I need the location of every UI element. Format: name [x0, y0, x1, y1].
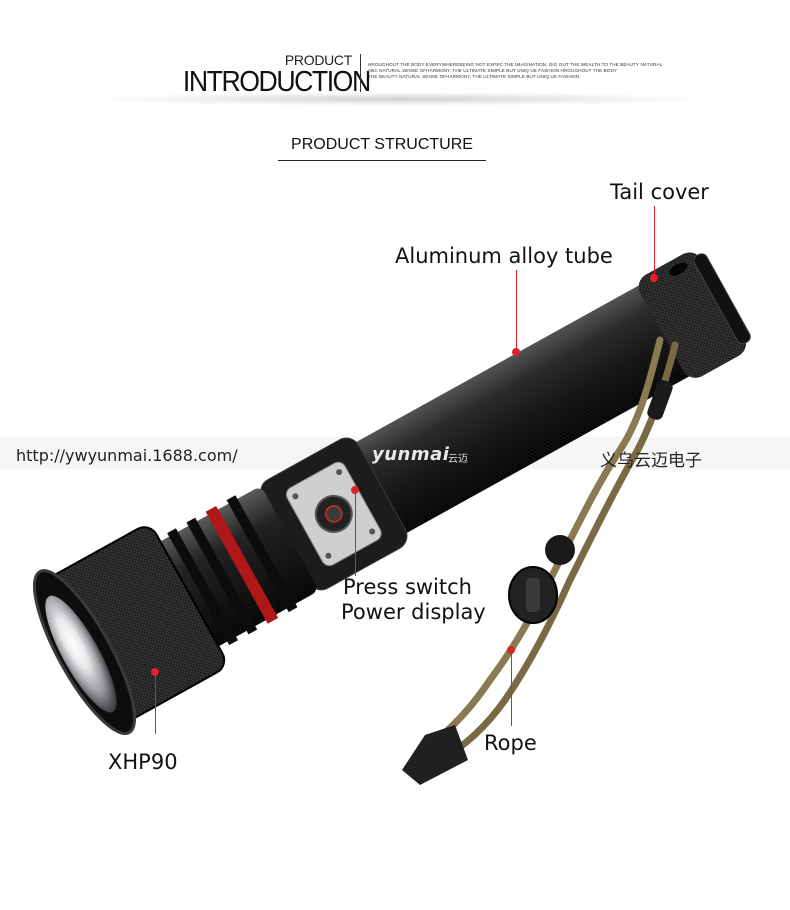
- label-aluminum-tube: Aluminum alloy tube: [395, 244, 613, 268]
- header-small-title: PRODUCT: [284, 52, 352, 68]
- tail-cap: [638, 252, 747, 378]
- brand-watermark: yunmai: [372, 444, 450, 465]
- brand-watermark-cn: 云迈: [448, 454, 468, 465]
- rope-strand-2: [436, 341, 679, 764]
- leader-rope: [511, 652, 512, 726]
- label-rope: Rope: [484, 731, 537, 755]
- marker-aluminum-tube: [512, 348, 520, 356]
- leader-xhp90: [155, 674, 156, 734]
- section-underline: [278, 160, 486, 161]
- section-title: PRODUCT STRUCTURE: [291, 136, 473, 153]
- shop-url: http://ywyunmai.1688.com/: [16, 446, 238, 465]
- leader-press-switch: [355, 492, 356, 576]
- header-fine-line-2: ABC NATURAL SENSE OFHARMONY, THE ULTIMAT…: [368, 68, 618, 73]
- header-fine-line-3: THE BEAUTY NATURAL SENSE OFHARMONY, THE …: [368, 74, 580, 79]
- flashlight-body: [32, 252, 751, 736]
- rope-clip: [647, 380, 673, 420]
- rope-end-cap: [402, 725, 468, 785]
- header-fine-line-1: HROUGHOUT THE BODY EVERYWHEREBEING NOT E…: [368, 62, 663, 67]
- red-ring: [205, 505, 279, 624]
- marker-xhp90: [151, 668, 159, 676]
- marker-press-switch: [351, 486, 359, 494]
- flashlight-head: [49, 527, 225, 719]
- header-big-title: INTRODUCTION: [182, 66, 371, 98]
- xhp90-lens: [45, 595, 117, 713]
- marker-rope: [507, 646, 515, 654]
- label-xhp90: XHP90: [108, 750, 178, 774]
- label-press-switch: Press switch: [343, 575, 472, 599]
- label-power-display: Power display: [341, 600, 486, 624]
- company-name: 义乌云迈电子: [600, 451, 702, 471]
- header-divider: [360, 54, 361, 92]
- leader-tail-cover: [654, 206, 655, 276]
- marker-tail-cover: [650, 274, 658, 282]
- header-shadow: [80, 92, 720, 106]
- label-tail-cover: Tail cover: [610, 180, 709, 204]
- rope-bead: [545, 535, 575, 565]
- leader-aluminum-tube: [516, 270, 517, 350]
